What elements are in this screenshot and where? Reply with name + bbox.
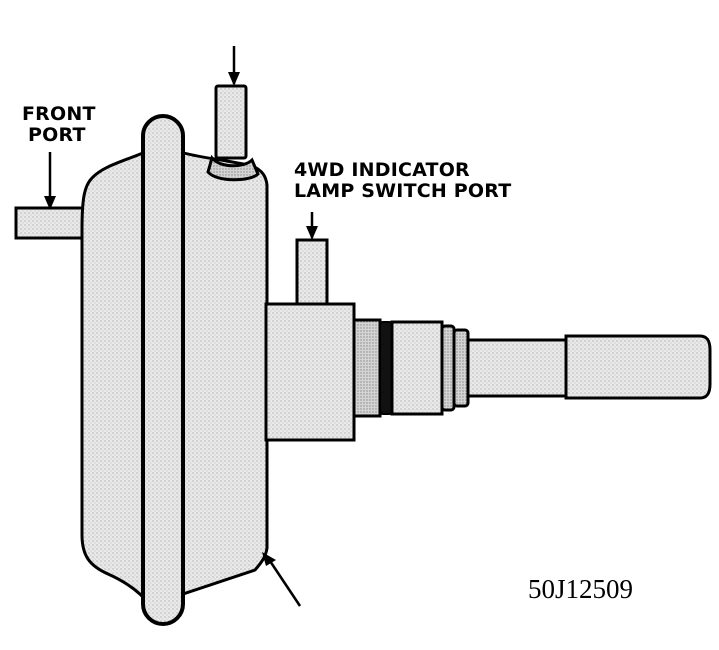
front-port-tube	[14, 206, 90, 240]
indicator-port-label-line2: LAMP SWITCH PORT	[294, 180, 512, 202]
leader-line	[262, 552, 302, 607]
front-port-label-line1: FRONT	[22, 103, 96, 125]
indicator-port-label-line1: 4WD INDICATOR	[294, 159, 470, 181]
shaft-housing	[264, 302, 470, 442]
front-port-label-line2: PORT	[28, 124, 86, 146]
output-shaft	[466, 334, 712, 400]
front-port-label: FRONT PORT	[22, 104, 96, 146]
indicator-port-label: 4WD INDICATOR LAMP SWITCH PORT	[294, 160, 511, 202]
arrow-down-icon	[306, 212, 318, 240]
arrow-down-icon	[44, 152, 56, 210]
arrow-down-icon	[228, 46, 240, 86]
diaphragm-flange	[141, 114, 185, 626]
indicator-port-tube	[295, 238, 329, 308]
top-port-tube	[206, 84, 260, 182]
figure-code: 50J12509	[528, 574, 634, 604]
